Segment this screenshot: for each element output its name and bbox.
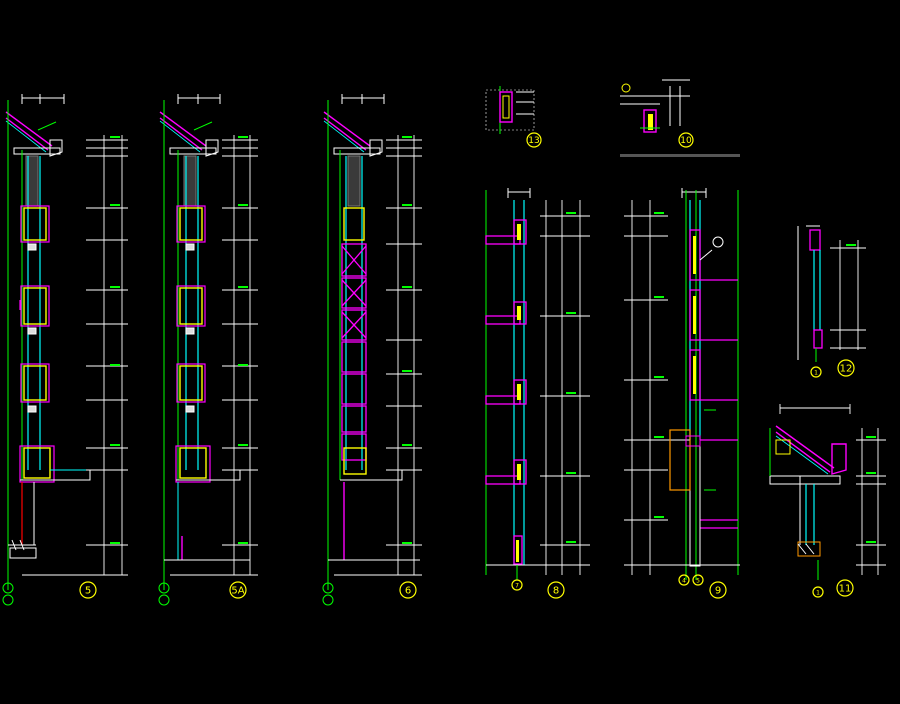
detail-12 [797,225,866,362]
section-callout-9: 9 [709,581,727,599]
section-callout-13: 13 [526,132,542,148]
callout-label: 8 [553,586,559,597]
section-callout-11: 11 [836,579,854,597]
wall-section-5a [158,94,258,606]
callout-bubble [678,132,694,148]
callout-bubble [692,574,704,586]
callout-label: 6 [405,586,411,597]
callout-bubble [526,132,542,148]
wall-section-5 [2,94,128,606]
callout-label: 10 [680,136,692,146]
callout-label: 5 [85,586,91,597]
section-callout-5: 5 [692,574,704,586]
section-callout-5a: 5A [229,581,247,599]
section-callout-1: 1 [812,586,824,598]
callout-label: 11 [839,584,852,595]
section-callout-5: 5 [79,581,97,599]
callout-bubble [812,586,824,598]
callout-bubble [837,359,855,377]
section-callout-7: 7 [511,579,523,591]
callout-label: 9 [715,586,721,597]
wall-section-8 [485,188,590,580]
callout-bubble [79,581,97,599]
section-callout-1: 1 [810,366,822,378]
callout-bubble [836,579,854,597]
section-callout-6: 6 [399,581,417,599]
callout-label: 1 [816,589,820,596]
section-callout-4: 4 [678,574,690,586]
section-callout-10: 10 [678,132,694,148]
callout-bubble [547,581,565,599]
callout-label: 5 [696,577,700,584]
callout-bubble [399,581,417,599]
callout-label: 7 [515,582,519,589]
section-callout-8: 8 [547,581,565,599]
callout-label: 5A [231,586,244,597]
callout-bubble [709,581,727,599]
wall-section-6 [322,94,422,606]
callout-label: 4 [682,577,686,584]
callout-label: 13 [528,136,539,146]
detail-11 [769,404,886,580]
callout-label: 1 [814,369,818,376]
wall-section-9 [624,188,740,580]
callout-label: 12 [840,364,853,375]
callout-bubble [511,579,523,591]
detail-10 [620,79,740,157]
callout-bubble [678,574,690,586]
section-callout-12: 12 [837,359,855,377]
callout-bubble [810,366,822,378]
callout-bubble [229,581,247,599]
detail-13 [485,86,535,134]
